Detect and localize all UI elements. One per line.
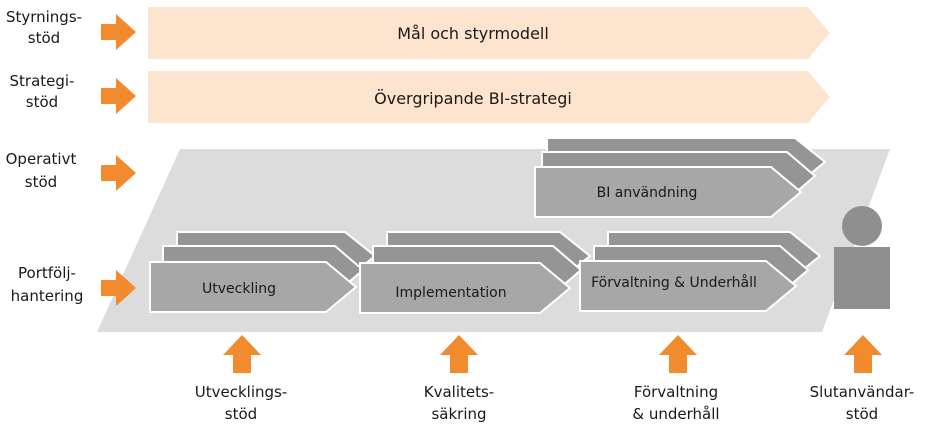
- up-arrow-icon: [844, 335, 882, 373]
- label-line: stöd: [846, 405, 878, 423]
- bottom-label-maintenance: Förvaltning & underhåll: [632, 383, 719, 423]
- label-line: Styrnings-: [6, 8, 82, 26]
- process-chevron-development: Utveckling: [149, 231, 377, 313]
- person-body: [834, 247, 890, 309]
- band-shape: [148, 7, 830, 59]
- chevron-label: Utveckling: [202, 281, 276, 297]
- label-line: stöd: [28, 29, 60, 47]
- up-arrow-icon: [659, 335, 697, 373]
- up-arrow-icon: [440, 335, 478, 373]
- label-line: stöd: [25, 173, 57, 191]
- left-label-operational: Operativt stöd: [6, 150, 77, 191]
- label-line: stöd: [26, 93, 58, 111]
- band-goals: Mål och styrmodell: [148, 7, 830, 59]
- label-line: Operativt: [6, 150, 77, 168]
- chevron-layer: [149, 261, 358, 313]
- label-line: Portfölj-: [18, 264, 76, 282]
- label-line: hantering: [11, 287, 84, 305]
- person-head: [842, 206, 882, 246]
- label-line: Slutanvändar-: [810, 383, 915, 401]
- chevron-layer: [579, 260, 798, 312]
- chevron-layer: [359, 262, 572, 314]
- chevron-layer: [534, 166, 803, 218]
- label-line: Utvecklings-: [195, 383, 288, 401]
- person-icon: [834, 206, 890, 309]
- bi-usage-chevron-stack: BI användning: [534, 137, 827, 218]
- bottom-label-end-user-support: Slutanvändar- stöd: [810, 383, 915, 423]
- label-line: säkring: [431, 405, 486, 423]
- bottom-label-quality-assurance: Kvalitets- säkring: [424, 383, 494, 423]
- band-label: Övergripande BI-strategi: [374, 89, 572, 108]
- label-line: stöd: [225, 405, 257, 423]
- left-label-strategy: Strategi- stöd: [10, 72, 75, 111]
- band-strategy: Övergripande BI-strategi: [148, 71, 830, 123]
- left-label-portfolio: Portfölj- hantering: [11, 264, 84, 305]
- band-shape: [148, 71, 830, 123]
- left-label-governance: Styrnings- stöd: [6, 8, 82, 47]
- label-line: Förvaltning: [634, 383, 718, 401]
- bottom-label-development-support: Utvecklings- stöd: [195, 383, 288, 423]
- label-line: Strategi-: [10, 72, 75, 90]
- label-line: Kvalitets-: [424, 383, 494, 401]
- process-chevron-maintenance: Förvaltning & Underhåll: [579, 231, 822, 312]
- right-arrow-icon: [101, 270, 136, 306]
- chevron-label: Implementation: [395, 285, 506, 301]
- up-arrow-icon: [223, 335, 261, 373]
- right-arrow-icon: [101, 155, 136, 191]
- chevron-label: Förvaltning & Underhåll: [591, 274, 757, 291]
- bi-usage-label: BI användning: [597, 185, 698, 201]
- right-arrow-icon: [101, 14, 136, 50]
- label-line: & underhåll: [632, 405, 719, 423]
- right-arrow-icon: [101, 78, 136, 114]
- process-chevron-implementation: Implementation: [359, 231, 592, 314]
- band-label: Mål och styrmodell: [397, 24, 549, 43]
